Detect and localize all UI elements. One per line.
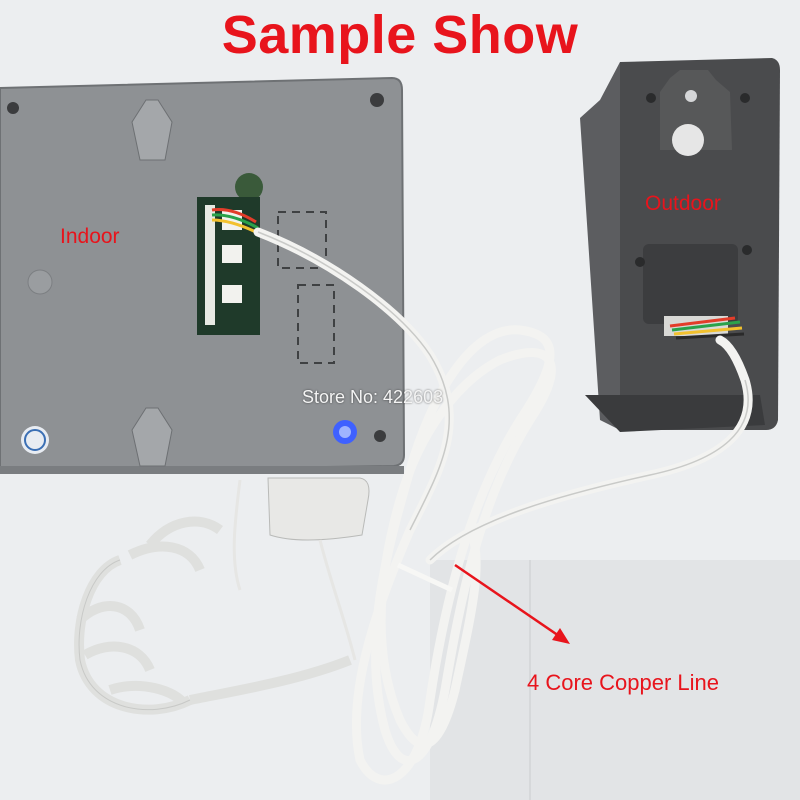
indoor-label: Indoor: [60, 225, 120, 248]
store-watermark: Store No: 422603: [302, 387, 444, 407]
indoor-monitor: [0, 76, 406, 541]
page-title: Sample Show: [221, 5, 579, 65]
cable-label: 4 Core Copper Line: [527, 670, 720, 695]
pointer-arrow: [454, 563, 570, 644]
outdoor-camera: [580, 58, 780, 432]
outdoor-label: Outdoor: [645, 192, 721, 215]
